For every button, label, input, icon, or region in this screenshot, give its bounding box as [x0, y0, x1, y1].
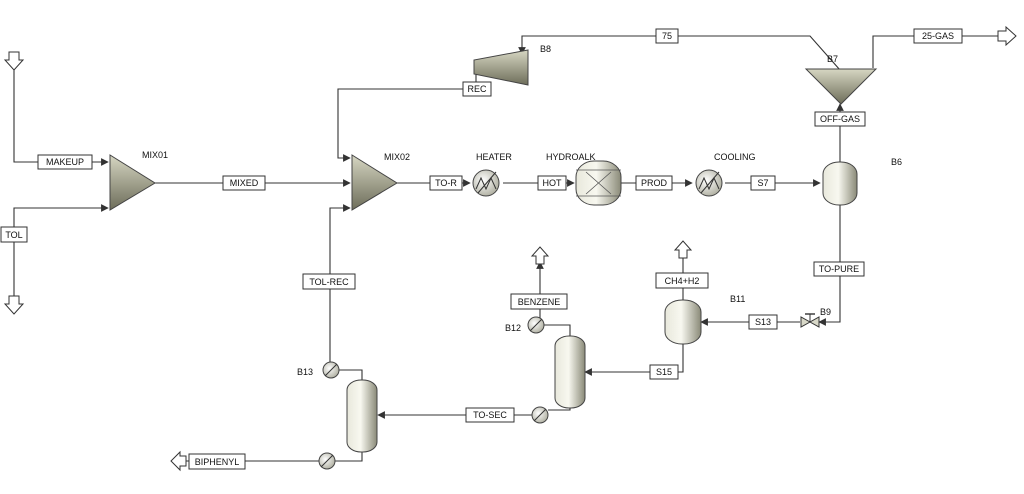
b12-condenser-icon[interactable]: [527, 316, 545, 334]
svg-text:BIPHENYL: BIPHENYL: [195, 457, 240, 467]
stream-label-to-pure[interactable]: TO-PURE: [813, 261, 865, 277]
b13-reboiler-loop: [335, 450, 363, 462]
stream-label-s7[interactable]: S7: [750, 175, 776, 191]
s15-line: [584, 344, 684, 376]
cooling-exchanger-icon[interactable]: [695, 169, 723, 197]
gas-25-line: [872, 32, 1011, 68]
svg-text:BENZENE: BENZENE: [518, 297, 561, 307]
stream-label-to-sec[interactable]: TO-SEC: [465, 407, 515, 423]
benzene-product-arrow-icon: [530, 246, 550, 265]
biphenyl-product-arrow-icon: [170, 450, 187, 472]
rec-line: [337, 68, 477, 162]
stream-label-biphenyl[interactable]: BIPHENYL: [188, 453, 246, 470]
b9-valve-icon[interactable]: [800, 313, 820, 328]
makeup-feed-arrow-icon: [3, 51, 25, 71]
stream-label-ch4-h2[interactable]: CH4+H2: [655, 272, 709, 289]
tol-feed-arrow-icon: [3, 295, 25, 315]
b13-condenser-icon[interactable]: [322, 361, 340, 379]
stream-label-rec[interactable]: REC: [462, 81, 492, 97]
stream-label-25-gas[interactable]: 25-GAS: [913, 28, 963, 44]
b7-label: B7: [827, 54, 838, 64]
b13-label: B13: [297, 367, 313, 377]
svg-text:HOT: HOT: [543, 178, 563, 188]
svg-text:CH4+H2: CH4+H2: [665, 276, 700, 286]
b11-flash-drum-icon[interactable]: [664, 299, 702, 345]
b12-condenser-loop: [544, 324, 571, 338]
svg-text:TOL: TOL: [5, 230, 22, 240]
mix02-mixer-icon[interactable]: [351, 154, 398, 211]
stream-label-mixed[interactable]: MIXED: [222, 175, 266, 191]
svg-text:S15: S15: [656, 367, 672, 377]
mix01-label: MIX01: [142, 150, 168, 160]
stream-label-benzene[interactable]: BENZENE: [510, 293, 568, 310]
stream-labels: MAKEUP MIXED TOL TO-R HOT PROD S7 OFF-G: [0, 28, 963, 470]
heater-exchanger-icon[interactable]: [472, 169, 500, 197]
stream-lines: [13, 32, 1011, 465]
stream-label-makeup[interactable]: MAKEUP: [37, 154, 93, 170]
svg-text:MIXED: MIXED: [230, 178, 259, 188]
stream-label-tol-rec[interactable]: TOL-REC: [302, 273, 356, 290]
boundary-arrows: [3, 25, 1017, 472]
ch4-h2-product-arrow-icon: [673, 240, 693, 259]
b8-label: B8: [540, 44, 551, 54]
b6-label: B6: [891, 157, 902, 167]
mix02-label: MIX02: [384, 152, 410, 162]
heater-label: HEATER: [476, 152, 512, 162]
svg-text:REC: REC: [467, 84, 487, 94]
svg-text:75: 75: [662, 31, 672, 41]
stream-label-tol[interactable]: TOL: [0, 226, 28, 243]
b6-flash-drum-icon[interactable]: [822, 161, 858, 206]
b13-reboiler-icon[interactable]: [318, 452, 336, 470]
stream-label-off-gas[interactable]: OFF-GAS: [814, 111, 866, 127]
b13-column-icon[interactable]: [346, 379, 378, 453]
b12-column-icon[interactable]: [554, 335, 586, 409]
s75-line: [518, 35, 841, 71]
gas-product-arrow-icon: [997, 25, 1017, 47]
stream-label-s13[interactable]: S13: [748, 314, 778, 330]
block-labels: MIX01 MIX02 HEATER HYDROALK COOLING B6 B…: [142, 44, 902, 377]
svg-text:TO-PURE: TO-PURE: [819, 264, 859, 274]
stream-label-to-r[interactable]: TO-R: [429, 175, 463, 191]
stream-label-prod[interactable]: PROD: [635, 175, 673, 191]
svg-text:TO-SEC: TO-SEC: [473, 410, 507, 420]
stream-label-hot[interactable]: HOT: [537, 175, 567, 191]
makeup-line: [13, 70, 109, 166]
b12-reboiler-icon[interactable]: [531, 406, 549, 424]
b11-label: B11: [730, 294, 745, 304]
svg-text:S7: S7: [757, 178, 768, 188]
svg-text:TOL-REC: TOL-REC: [309, 277, 349, 287]
stream-label-s15[interactable]: S15: [649, 364, 679, 380]
to-pure-line: [818, 205, 841, 326]
svg-text:25-GAS: 25-GAS: [922, 31, 954, 41]
svg-text:OFF-GAS: OFF-GAS: [820, 114, 860, 124]
b8-compressor-icon[interactable]: [473, 49, 529, 86]
hydroalk-label: HYDROALK: [546, 152, 596, 162]
cooling-label: COOLING: [714, 152, 756, 162]
hydroalk-reactor-icon[interactable]: [575, 160, 622, 206]
svg-text:MAKEUP: MAKEUP: [46, 157, 84, 167]
b13-condenser-loop: [339, 369, 363, 382]
b9-label: B9: [820, 307, 831, 317]
stream-label-75[interactable]: 75: [655, 28, 679, 44]
b7-splitter-icon[interactable]: [804, 68, 878, 105]
tol-line: [13, 204, 109, 305]
mix01-mixer-icon[interactable]: [109, 154, 156, 211]
svg-text:S13: S13: [755, 317, 771, 327]
svg-text:PROD: PROD: [641, 178, 668, 188]
b12-label: B12: [505, 323, 521, 333]
svg-text:TO-R: TO-R: [435, 178, 457, 188]
